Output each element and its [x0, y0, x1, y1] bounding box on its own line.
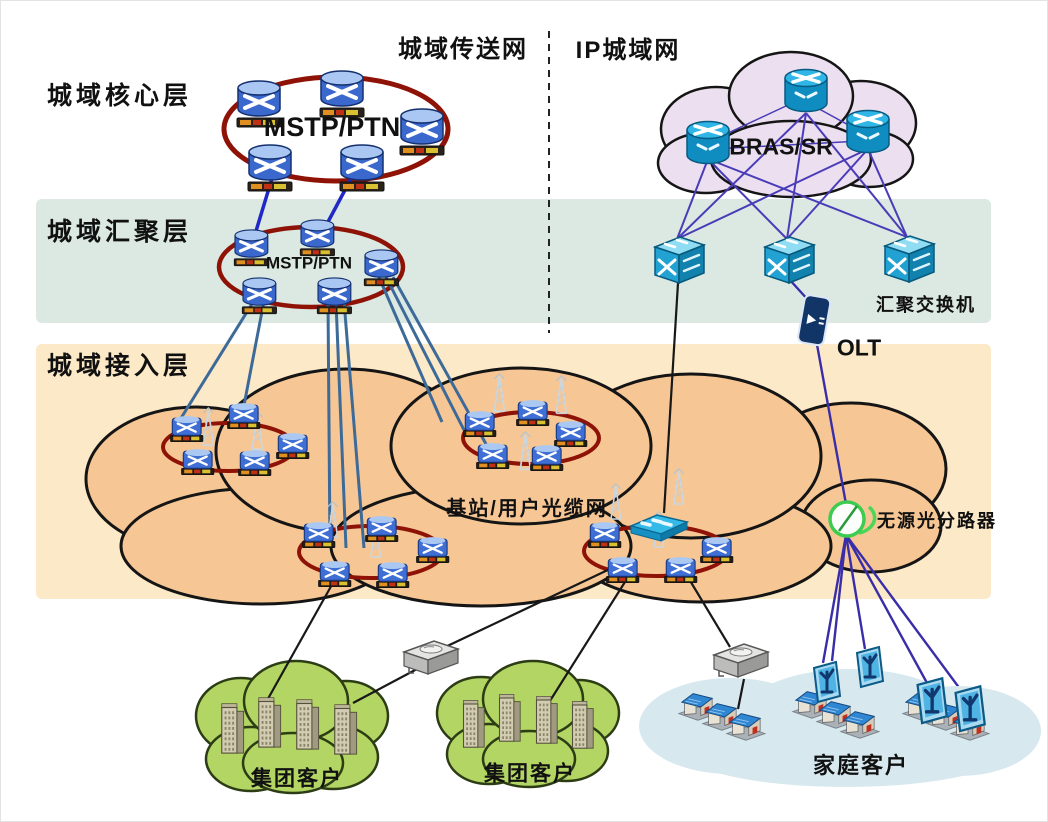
base-station-icon — [364, 514, 400, 543]
base-station-icon — [699, 535, 735, 564]
base-station-icon — [529, 443, 565, 472]
building-icon — [462, 699, 486, 749]
base-station-icon — [663, 555, 699, 584]
base-station-icon — [515, 398, 551, 427]
layer-label-aggregation: 城域汇聚层 — [47, 218, 193, 246]
building-icon — [498, 693, 522, 743]
home-label: 家庭客户 — [812, 752, 910, 778]
mstp-router-icon — [362, 248, 401, 288]
pon-links — [788, 278, 964, 694]
title-transport-network: 城域传送网 — [398, 35, 528, 63]
base-station-icon — [237, 448, 273, 477]
lan-switch-icon — [403, 640, 459, 675]
bras-router-icon — [783, 67, 829, 114]
base-station-icon — [317, 559, 353, 588]
base-station-icon — [301, 520, 337, 549]
mstp-router-icon — [398, 107, 446, 157]
mstp-router-icon — [246, 143, 294, 193]
mstp-router-icon — [232, 228, 271, 268]
mstp-router-icon — [318, 69, 366, 119]
mstp-router-icon — [240, 276, 279, 316]
aggregation-switches — [653, 234, 936, 285]
fiber-access-links — [171, 274, 493, 549]
home-cloud — [639, 669, 1041, 787]
lan-switch-icon — [713, 643, 769, 678]
base-station-icon — [415, 535, 451, 564]
base-station-icon — [553, 419, 589, 448]
aggregation-switch-icon — [653, 235, 706, 285]
aggregation-switch-icon — [883, 234, 936, 284]
layer-label-access: 城域接入层 — [47, 352, 193, 380]
drop-links — [259, 282, 746, 714]
corporate-label-1: 集团客户 — [251, 767, 343, 791]
optical-splitter-icon — [828, 500, 877, 538]
bras-label: BRAS/SR — [729, 133, 833, 160]
olt-icon — [796, 293, 833, 348]
base-station-icon — [226, 401, 262, 430]
base-station-icon — [587, 520, 623, 549]
bras-router-icon — [685, 119, 731, 166]
bras-router-icon — [845, 108, 891, 155]
building-icon — [220, 702, 245, 755]
mstp-router-icon — [315, 276, 354, 316]
splitter-label: 无源光分路器 — [877, 511, 997, 532]
aggregation-layer-band — [36, 199, 991, 323]
building-icon — [295, 698, 320, 751]
title-ip-network: IP城域网 — [575, 36, 681, 64]
building-icon — [535, 695, 559, 745]
layer-label-core: 城域核心层 — [47, 82, 193, 110]
onu-icon — [855, 645, 885, 689]
base-station-icon — [180, 447, 216, 476]
building-icon — [333, 703, 358, 756]
olt-label: OLT — [836, 334, 882, 361]
access-cloud — [84, 366, 948, 608]
building-icon — [571, 700, 595, 750]
base-station-icon — [375, 560, 411, 589]
agg-switch-label: 汇聚交换机 — [876, 295, 976, 316]
corporate-label-2: 集团客户 — [484, 762, 576, 786]
onu-icon — [953, 684, 987, 733]
base-station-icon — [275, 431, 311, 460]
access-net-label: 基站/用户光缆网 — [446, 498, 608, 520]
onu-icon — [915, 676, 949, 725]
mstp-router-icon — [298, 218, 337, 258]
base-station-icon — [169, 414, 205, 443]
aggregation-switch-icon — [763, 235, 816, 285]
base-station-icon — [605, 555, 641, 584]
base-station-icon — [475, 441, 511, 470]
base-station-icon — [462, 409, 498, 438]
core-ring-label: MSTP/PTN — [263, 112, 401, 143]
agg-ring-label: MSTP/PTN — [266, 253, 352, 273]
mstp-router-icon — [338, 143, 386, 193]
building-icon — [257, 696, 282, 749]
onu-icon — [812, 660, 842, 704]
